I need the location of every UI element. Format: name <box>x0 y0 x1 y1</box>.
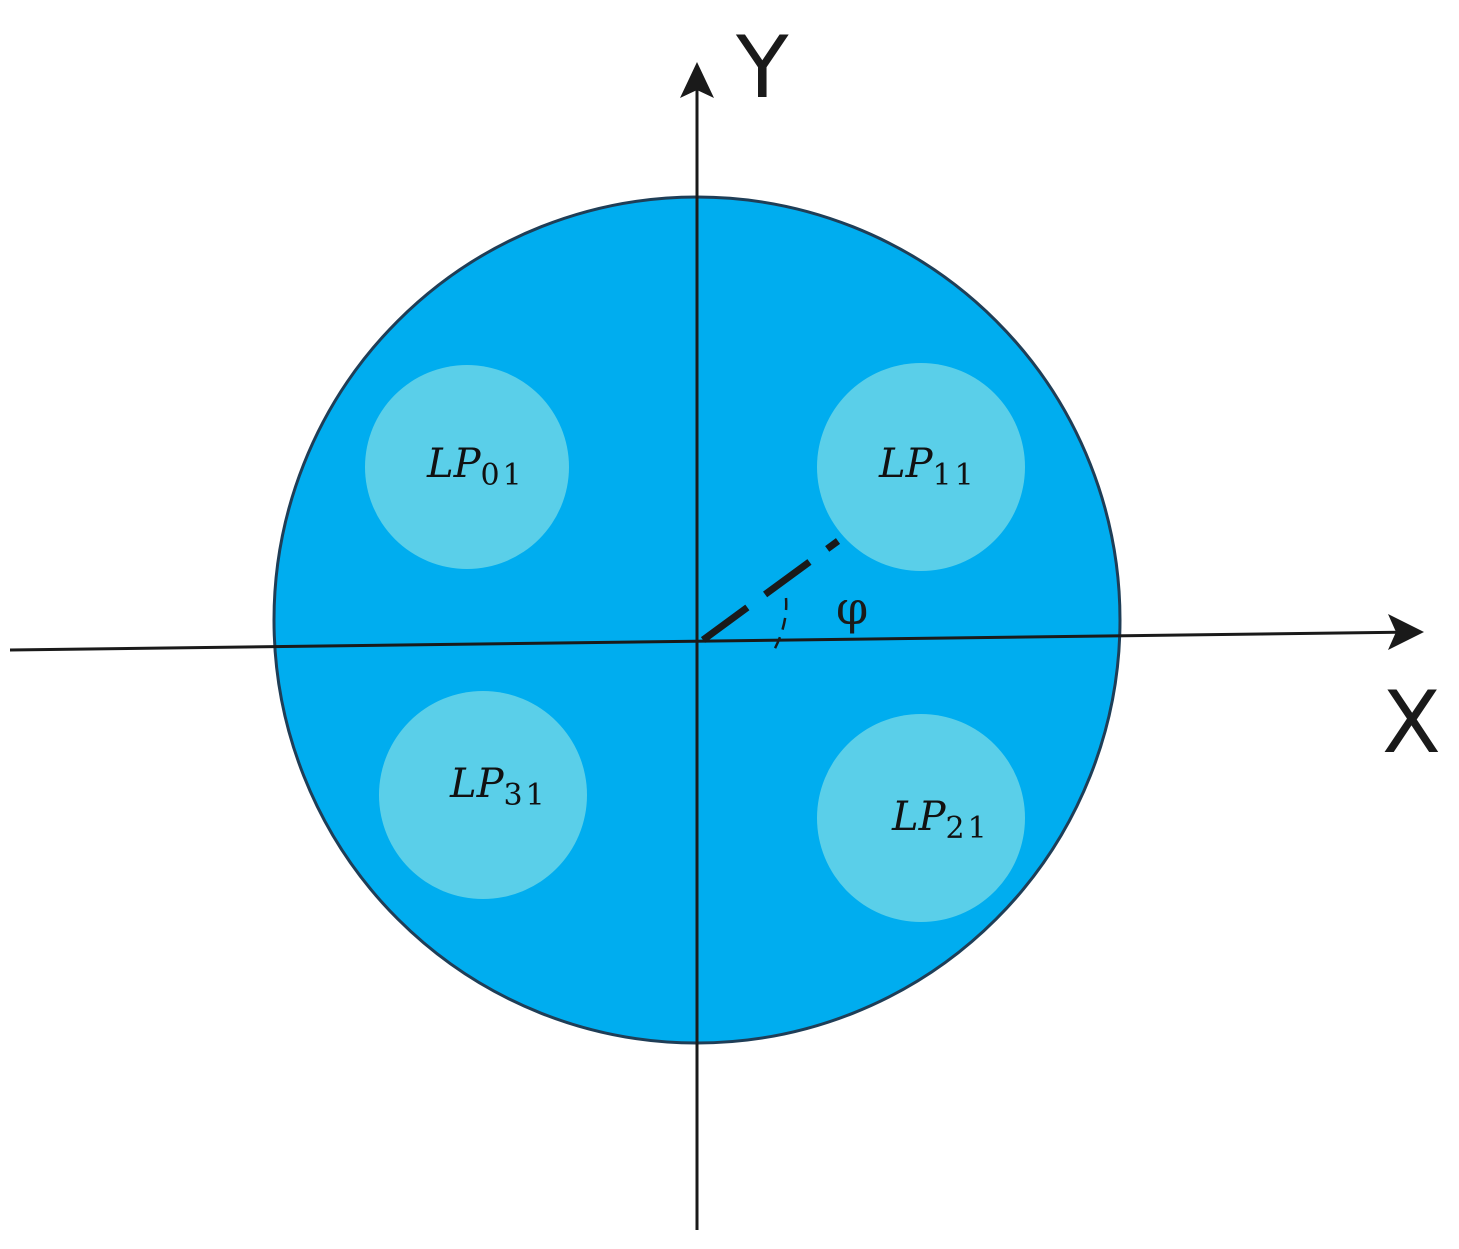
mode-label-lp21: LP21 <box>891 794 990 846</box>
mode-label-lp11: LP11 <box>878 441 977 493</box>
core-lp21 <box>817 714 1025 922</box>
mode-label-lp31: LP31 <box>449 761 548 813</box>
y-axis-label: Y <box>735 18 789 118</box>
angle-radius-line <box>700 538 841 643</box>
x-axis-arrow <box>1388 614 1424 650</box>
core-lp01 <box>365 365 569 569</box>
x-axis <box>9 630 1421 652</box>
core-lp31 <box>379 691 587 899</box>
mode-label-lp01: LP01 <box>426 441 525 493</box>
angle-arc <box>771 597 788 653</box>
angle-label: φ <box>836 581 868 635</box>
y-axis-arrow <box>680 62 714 98</box>
core-lp11 <box>817 363 1025 571</box>
x-axis-label: X <box>1382 673 1441 773</box>
